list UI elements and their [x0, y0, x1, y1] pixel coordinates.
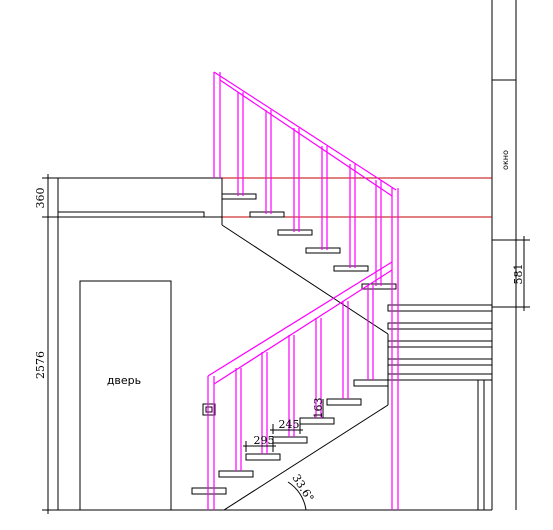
upper-railing: [213, 71, 397, 286]
angle-arc: [287, 481, 307, 511]
tread-dimension-245: [270, 424, 303, 434]
upper-height-value: 360: [34, 188, 47, 209]
lower-flight-steps: [191, 379, 389, 495]
tread-295-value: 295: [254, 434, 275, 447]
upper-flight-steps: [221, 193, 397, 290]
angle-value: 33.6°: [290, 472, 317, 504]
door-label: дверь: [107, 374, 141, 387]
lower-railing: [207, 261, 393, 510]
right-wall: [491, 0, 517, 510]
riser-163-value: 163: [312, 398, 325, 419]
door: [79, 280, 172, 511]
height-dimensions: [42, 174, 60, 514]
window-sill-value: 581: [512, 264, 525, 285]
landing-platform: [387, 304, 493, 510]
tread-245-value: 245: [279, 418, 300, 431]
switch-icon: [202, 403, 216, 416]
window-sill-dimension: [492, 236, 530, 311]
newel-post: [391, 188, 399, 510]
window-label: окно: [501, 150, 510, 170]
tread-dimension-295: [243, 441, 276, 452]
total-height-value: 2576: [34, 351, 47, 379]
floor-level-lines: [222, 177, 492, 218]
upper-floor-slab: [57, 211, 205, 218]
